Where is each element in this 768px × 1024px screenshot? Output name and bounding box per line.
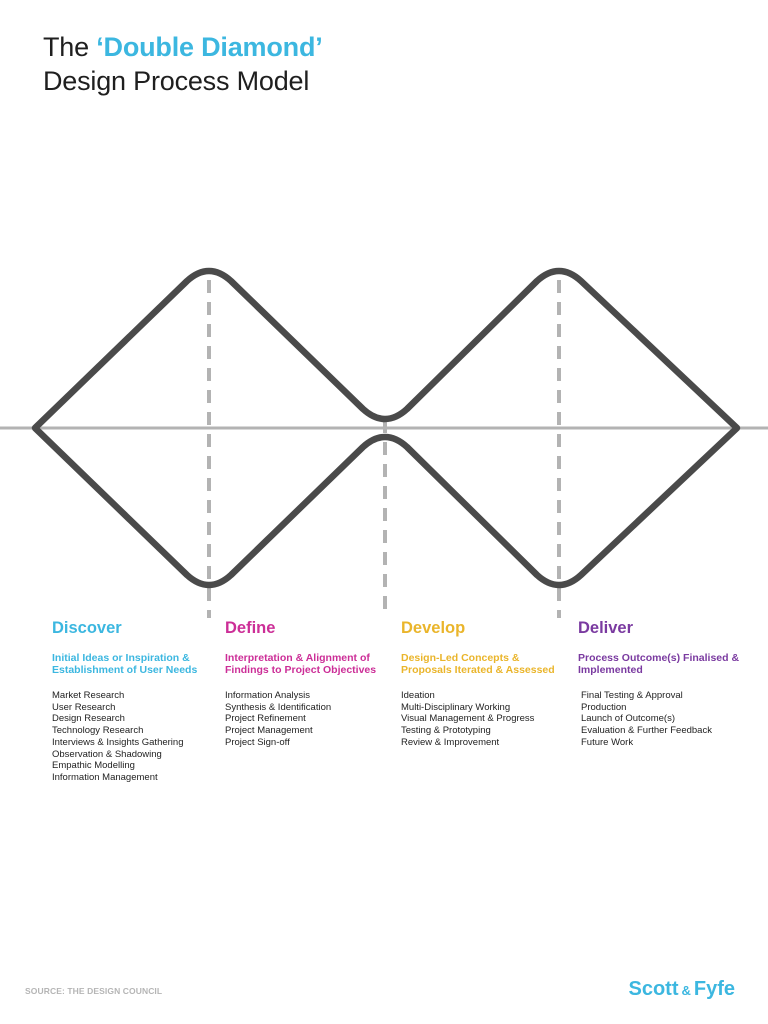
- phase-list-deliver: Final Testing & Approval Production Laun…: [578, 690, 748, 749]
- list-item: Project Sign-off: [225, 736, 290, 748]
- title-highlight: ‘Double Diamond’: [96, 32, 323, 62]
- phase-define: Define Interpretation & Alignment of Fin…: [225, 618, 395, 749]
- list-item: Market Research: [52, 690, 125, 701]
- list-item: Final Testing & Approval: [581, 690, 683, 701]
- title-prefix: The: [43, 32, 97, 62]
- list-item: Evaluation & Further Feedback: [581, 725, 712, 737]
- phase-title-discover: Discover: [52, 619, 122, 637]
- diamond-outline: [31, 267, 741, 589]
- title-line-2: Design Process Model: [43, 66, 310, 96]
- title-line-1: The ‘Double Diamond’: [43, 30, 323, 64]
- list-item: User Research: [52, 701, 116, 713]
- list-item: Launch of Outcome(s): [581, 713, 675, 725]
- list-item: Empathic Modelling: [52, 760, 135, 772]
- phase-list-define: Information Analysis Synthesis & Identif…: [225, 690, 395, 749]
- phase-subtitle-develop: Design-Led Concepts & Proposals Iterated…: [401, 652, 555, 676]
- brand-name-1: Scott: [628, 978, 679, 1000]
- list-item: Information Analysis: [225, 690, 311, 701]
- list-item: Technology Research: [52, 725, 144, 737]
- phase-subtitle-deliver: Process Outcome(s) Finalised & Implement…: [578, 652, 740, 676]
- phase-title-develop: Develop: [401, 619, 466, 637]
- list-item: Visual Management & Progress: [401, 713, 535, 725]
- brand-name-2: Fyfe: [693, 978, 735, 1000]
- phase-title-define: Define: [225, 619, 276, 637]
- phase-subtitle-define: Interpretation & Alignment of Findings t…: [225, 652, 377, 676]
- source-credit: SOURCE: THE DESIGN COUNCIL: [25, 986, 163, 996]
- brand-ampersand: &: [681, 983, 691, 998]
- list-item: Future Work: [581, 736, 634, 748]
- list-item: Ideation: [401, 690, 435, 701]
- list-item: Design Research: [52, 713, 125, 725]
- list-item: Review & Improvement: [401, 736, 500, 748]
- phase-list-develop: Ideation Multi-Disciplinary Working Visu…: [401, 690, 571, 749]
- list-item: Project Refinement: [225, 713, 306, 725]
- list-item: Testing & Prototyping: [401, 725, 491, 737]
- phase-subtitle-discover: Initial Ideas or Inspiration & Establish…: [52, 652, 198, 676]
- list-item: Observation & Shadowing: [52, 748, 162, 760]
- phase-discover: Discover Initial Ideas or Inspiration & …: [52, 618, 222, 784]
- list-item: Multi-Disciplinary Working: [401, 701, 511, 713]
- brand-logo: Scott&Fyfe: [628, 978, 735, 1001]
- list-item: Project Management: [225, 725, 313, 737]
- phase-develop: Develop Design-Led Concepts & Proposals …: [401, 618, 571, 749]
- phase-deliver: Deliver Process Outcome(s) Finalised & I…: [578, 618, 748, 749]
- phase-title-deliver: Deliver: [578, 619, 634, 637]
- list-item: Production: [581, 701, 627, 713]
- list-item: Information Management: [52, 771, 158, 783]
- list-item: Interviews & Insights Gathering: [52, 736, 184, 748]
- phase-list-discover: Market Research User Research Design Res…: [52, 690, 222, 784]
- page-title: The ‘Double Diamond’ Design Process Mode…: [43, 30, 323, 98]
- list-item: Synthesis & Identification: [225, 701, 332, 713]
